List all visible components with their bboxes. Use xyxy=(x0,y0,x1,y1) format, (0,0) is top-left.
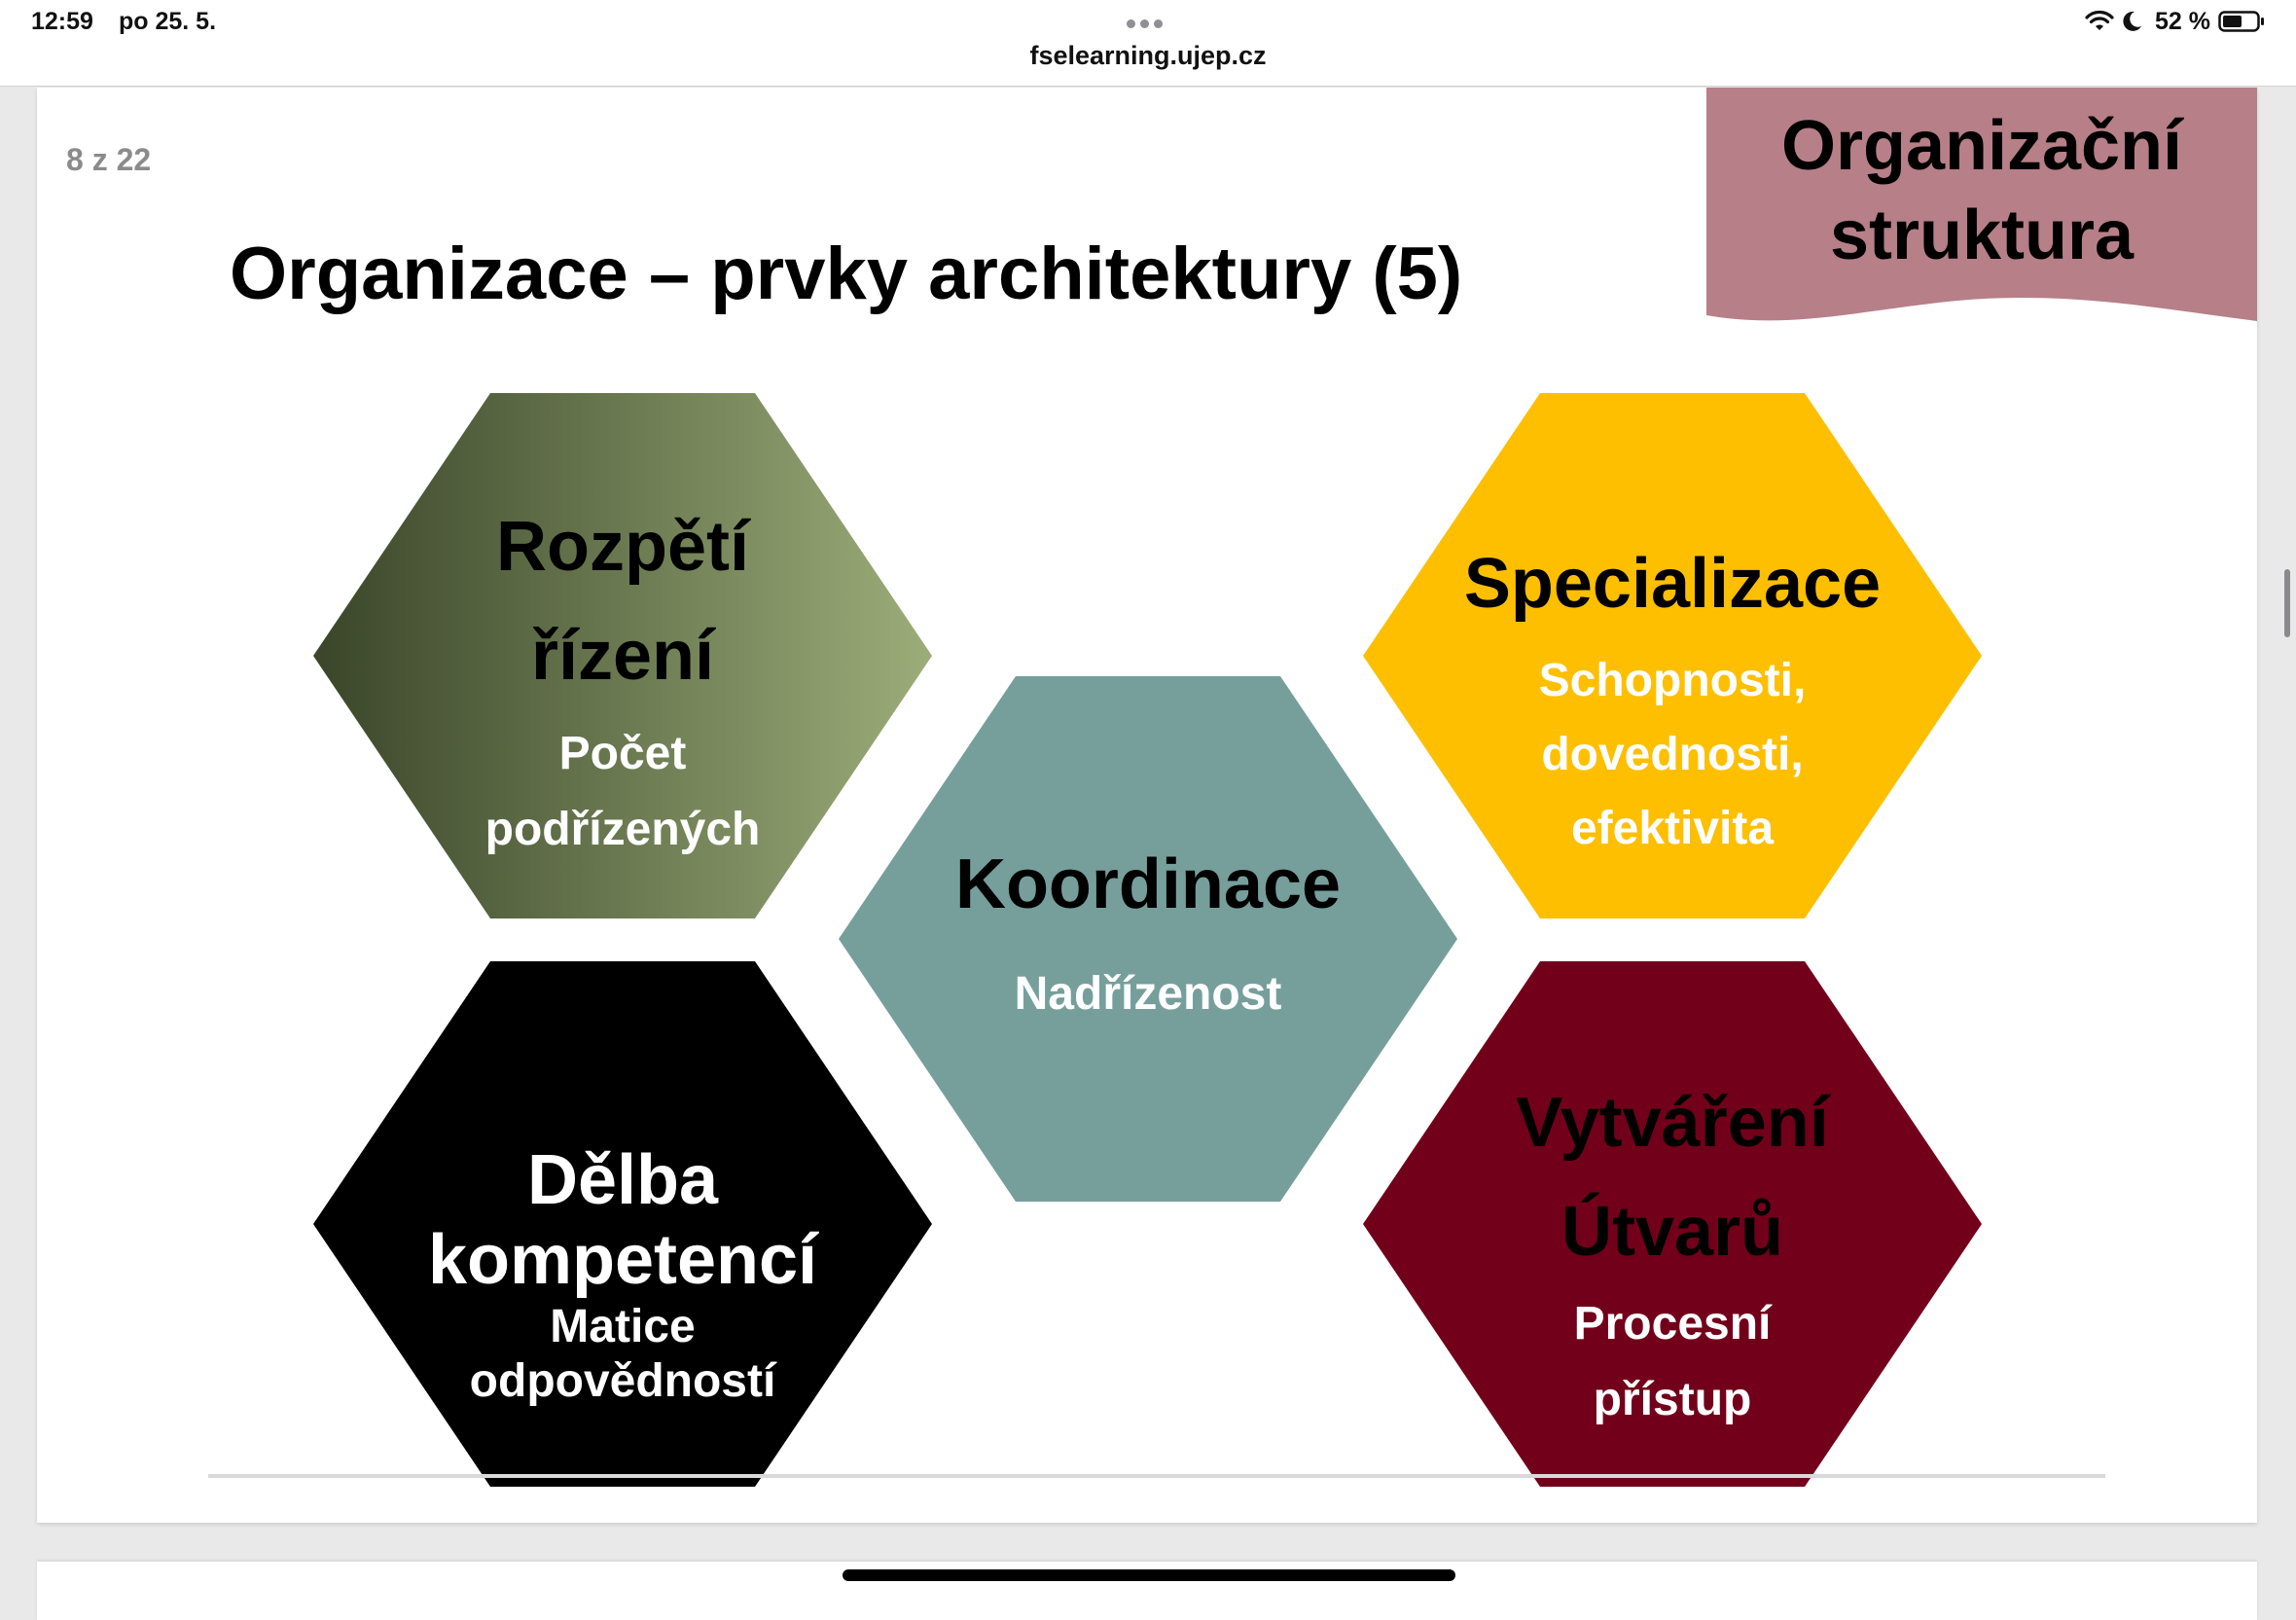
hexagon-2 xyxy=(1363,393,1982,918)
hexagon-2-subtitle-3: efektivita xyxy=(1570,803,1775,854)
hexagon-1 xyxy=(313,393,932,918)
wifi-icon xyxy=(2085,10,2114,30)
hexagon-2-subtitle-1: Schopnosti, xyxy=(1538,655,1807,706)
hexagon-4 xyxy=(313,961,932,1487)
hexagon-4-title-2: kompetencí xyxy=(427,1221,818,1299)
hexagon-2-subtitle-2: dovednosti, xyxy=(1541,729,1804,780)
status-date: po 25. 5. xyxy=(119,8,217,35)
hexagon-1-subtitle-2: podřízených xyxy=(484,804,761,855)
browser-top-bar: 12:59 po 25. 5. fselearning.ujep.cz 52 % xyxy=(0,0,2296,87)
hexagon-5-subtitle-1: Procesní xyxy=(1573,1298,1772,1350)
hexagon-4-title-1: Dělba xyxy=(526,1141,719,1219)
hexagon-4-subtitle-1: Matice xyxy=(550,1301,696,1352)
scrollbar-thumb[interactable] xyxy=(2284,569,2290,637)
hexagon-2-title-1: Specializace xyxy=(1463,545,1882,623)
banner-line-2: struktura xyxy=(1829,197,2135,274)
hexagon-1-title-2: řízení xyxy=(530,617,715,695)
hex-diagram xyxy=(313,393,1982,1487)
status-icons: 52 % xyxy=(2085,6,2265,37)
section-banner: Organizační struktura xyxy=(1706,88,2257,341)
battery-percent: 52 % xyxy=(2155,7,2210,35)
home-indicator[interactable] xyxy=(843,1569,1455,1581)
hexagon-5-subtitle-2: přístup xyxy=(1593,1374,1752,1425)
multitasking-dots-icon[interactable] xyxy=(1127,16,1173,28)
moon-icon xyxy=(2123,11,2142,31)
status-time: 12:59 xyxy=(31,8,93,35)
slide-card: 8 z 22 Organizační struktura Organizace … xyxy=(37,88,2257,1523)
hexagon-5-title-1: Vytváření xyxy=(1516,1084,1829,1162)
banner-line-1: Organizační xyxy=(1780,107,2183,185)
battery-icon xyxy=(2218,11,2264,32)
hexagon-4-subtitle-2: odpovědností xyxy=(469,1355,776,1407)
slide-title: Organizace – prvky architektury (5) xyxy=(230,233,1463,315)
hexagon-3 xyxy=(839,676,1457,1202)
hexagon-5 xyxy=(1363,961,1982,1487)
hexagon-3-subtitle-1: Nadřízenost xyxy=(1014,968,1282,1020)
hexagon-1-subtitle-1: Počet xyxy=(558,728,687,779)
page-counter: 8 z 22 xyxy=(66,142,152,177)
slide-divider xyxy=(208,1474,2105,1478)
address-bar-url[interactable]: fselearning.ujep.cz xyxy=(1029,41,1267,70)
hexagon-1-title-1: Rozpětí xyxy=(496,508,749,586)
hexagon-5-title-2: Útvarů xyxy=(1561,1193,1784,1271)
hexagon-3-title-1: Koordinace xyxy=(954,846,1342,923)
